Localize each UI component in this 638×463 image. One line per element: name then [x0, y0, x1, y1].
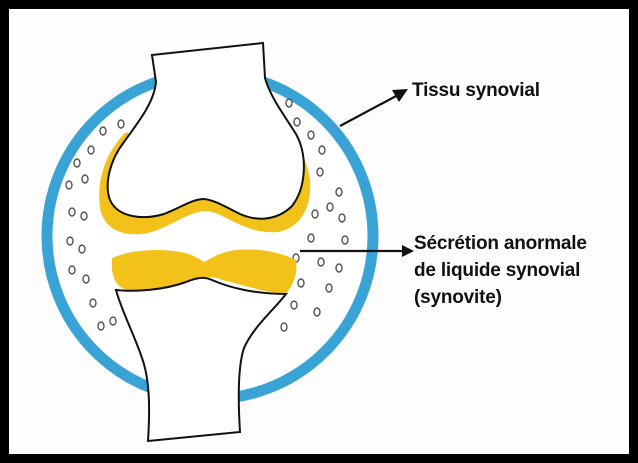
abnormal-secretion-label-line3: (synovite)	[414, 286, 502, 310]
synovial-tissue-arrow	[340, 89, 408, 126]
synovial-tissue-label: Tissu synovial	[412, 79, 540, 103]
upper-bone	[108, 43, 304, 219]
abnormal-secretion-label-line1: Sécrétion anormale	[414, 232, 587, 256]
abnormal-secretion-label-line2: de liquide synovial	[414, 259, 580, 283]
